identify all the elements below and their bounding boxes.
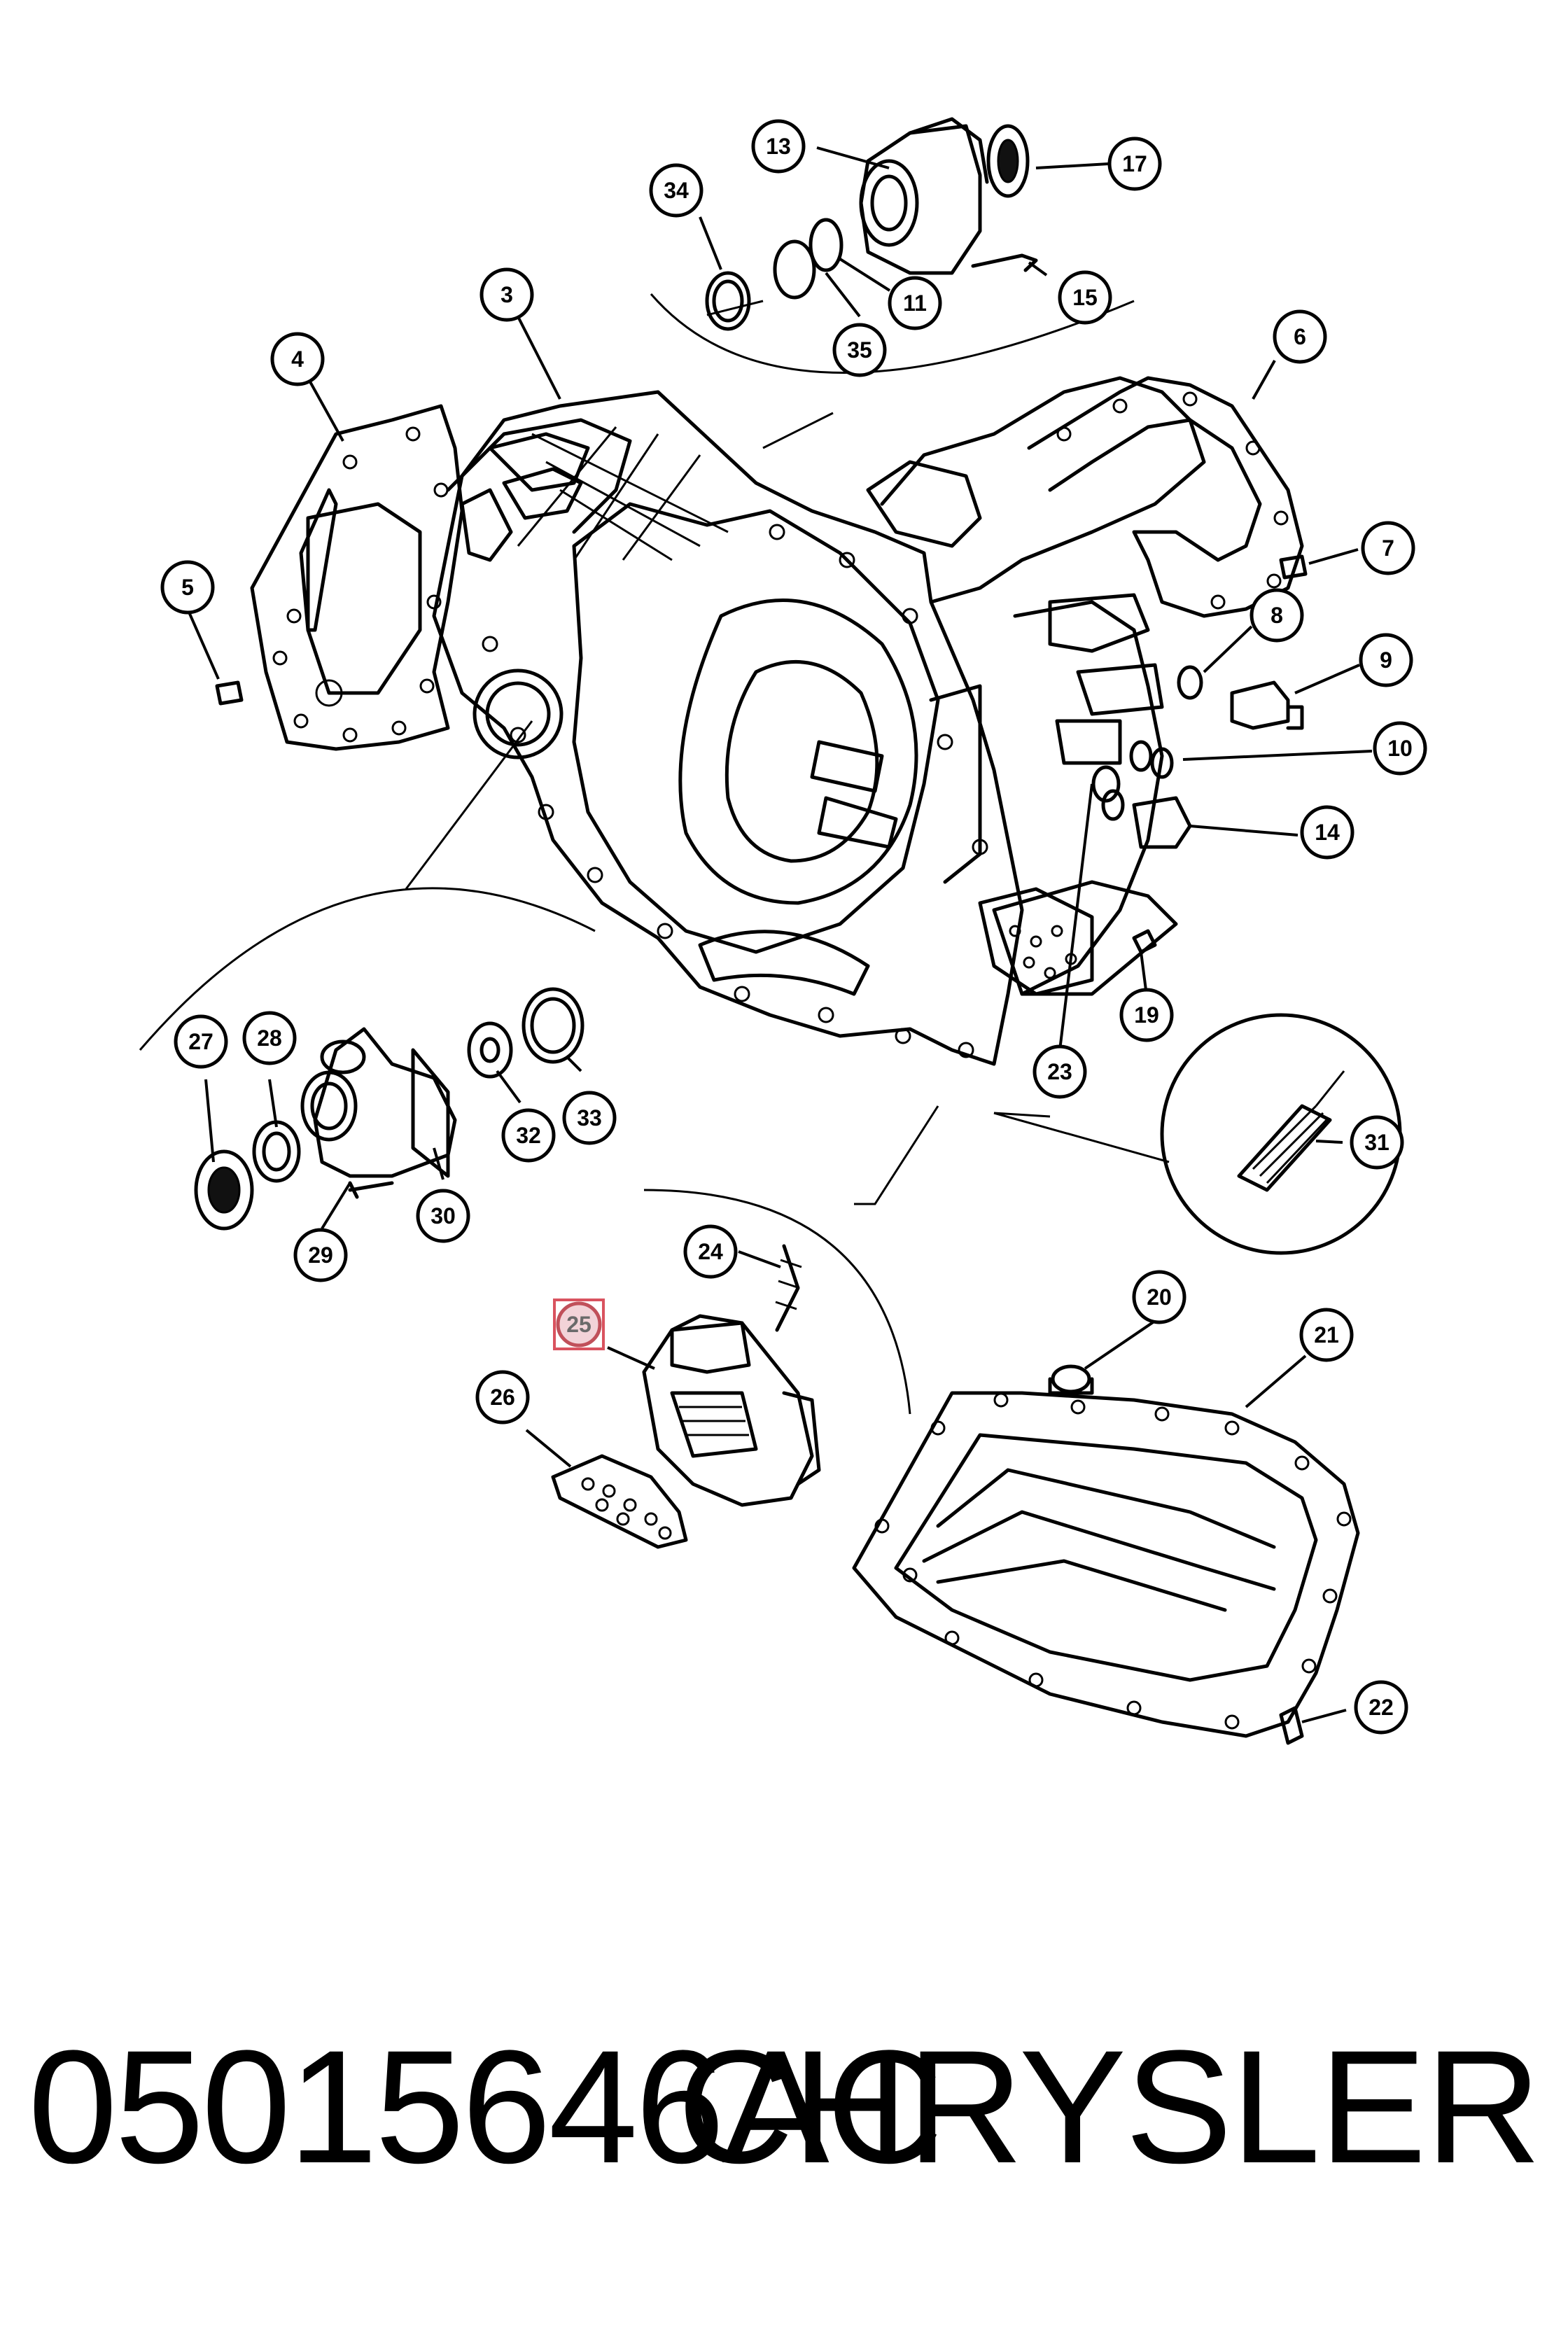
- callout-17: 17: [1107, 136, 1162, 191]
- svg-text:23: 23: [1047, 1059, 1072, 1084]
- svg-text:6: 6: [1294, 324, 1306, 349]
- callout-15: 15: [1058, 270, 1112, 325]
- svg-text:30: 30: [430, 1203, 456, 1228]
- callout-24: 24: [683, 1224, 738, 1279]
- callout-6: 6: [1273, 309, 1327, 364]
- brand-name: CHRYSLER: [677, 2017, 1541, 2197]
- callout-5: 5: [160, 560, 215, 615]
- callout-32: 32: [501, 1108, 556, 1163]
- differential-bearing-group: [139, 887, 596, 1231]
- svg-text:25: 25: [566, 1312, 592, 1337]
- callout-21: 21: [1299, 1308, 1354, 1362]
- callout-8: 8: [1250, 588, 1304, 643]
- svg-text:20: 20: [1147, 1284, 1172, 1310]
- footer: 05015646AC CHRYSLER: [0, 2002, 1568, 2212]
- callout-14: 14: [1300, 805, 1354, 860]
- callout-22: 22: [1354, 1680, 1408, 1735]
- svg-text:29: 29: [308, 1242, 333, 1268]
- exploded-parts-diagram: 3 4 5 6 7 8 9 10 11 13 14 15 17 19 20 21…: [139, 117, 1427, 1745]
- callout-30: 30: [416, 1189, 470, 1243]
- leader-lines: [186, 146, 1373, 1723]
- gasket-6-holes: [1056, 391, 1289, 610]
- housing-bolt-holes: [482, 524, 988, 1058]
- svg-text:9: 9: [1380, 648, 1392, 673]
- callout-7: 7: [1361, 521, 1415, 575]
- callout-4: 4: [270, 332, 325, 386]
- svg-text:11: 11: [903, 290, 927, 316]
- svg-text:4: 4: [291, 346, 304, 372]
- svg-text:21: 21: [1314, 1322, 1339, 1348]
- callout-10: 10: [1373, 721, 1427, 776]
- svg-text:35: 35: [847, 337, 872, 363]
- svg-text:19: 19: [1134, 1002, 1159, 1028]
- callout-31: 31: [1350, 1115, 1404, 1170]
- svg-text:28: 28: [257, 1026, 282, 1051]
- valve-body-holes: [1009, 925, 1077, 979]
- side-cover-gasket: [250, 404, 464, 751]
- callout-19: 19: [1119, 988, 1174, 1042]
- callout-27: 27: [174, 1014, 228, 1069]
- callout-13: 13: [751, 119, 806, 174]
- callout-11: 11: [888, 276, 942, 330]
- svg-text:31: 31: [1364, 1130, 1390, 1155]
- callout-26: 26: [475, 1370, 530, 1424]
- svg-text:15: 15: [1072, 285, 1098, 310]
- callout-20: 20: [1132, 1270, 1186, 1324]
- svg-text:17: 17: [1122, 151, 1147, 176]
- callout-29: 29: [293, 1228, 348, 1282]
- svg-text:13: 13: [766, 134, 791, 159]
- gasket-holes: [272, 426, 449, 743]
- svg-text:33: 33: [577, 1105, 602, 1130]
- svg-text:27: 27: [188, 1029, 214, 1054]
- callout-9: 9: [1359, 633, 1413, 687]
- callout-23: 23: [1032, 1044, 1087, 1099]
- svg-text:24: 24: [698, 1239, 723, 1264]
- separator-plate-holes: [581, 1477, 672, 1540]
- callout-25[interactable]: 25: [556, 1301, 602, 1348]
- small-parts: [215, 554, 1308, 954]
- svg-text:7: 7: [1382, 536, 1394, 561]
- svg-text:14: 14: [1315, 820, 1340, 845]
- extension-housing-group: [650, 117, 1135, 374]
- part-number: 05015646AC: [28, 2017, 943, 2197]
- callout-35: 35: [832, 323, 887, 377]
- svg-text:22: 22: [1368, 1695, 1394, 1720]
- svg-text:3: 3: [500, 282, 513, 307]
- transmission-control-module: [551, 1189, 911, 1549]
- svg-text:26: 26: [490, 1385, 515, 1410]
- svg-text:32: 32: [516, 1123, 541, 1148]
- svg-text:34: 34: [664, 178, 689, 203]
- svg-text:5: 5: [181, 575, 194, 600]
- rear-cover-gasket: [1027, 376, 1304, 618]
- oil-pan: [852, 1364, 1360, 1745]
- pan-bolt-holes: [874, 1392, 1352, 1730]
- callout-3: 3: [479, 267, 534, 322]
- highlight-box: [553, 1298, 605, 1350]
- svg-text:8: 8: [1270, 603, 1283, 628]
- callout-28: 28: [242, 1011, 297, 1065]
- callout-34: 34: [649, 163, 704, 218]
- svg-text:10: 10: [1387, 736, 1413, 761]
- transmission-case: [432, 376, 1206, 1066]
- callout-33: 33: [562, 1091, 617, 1145]
